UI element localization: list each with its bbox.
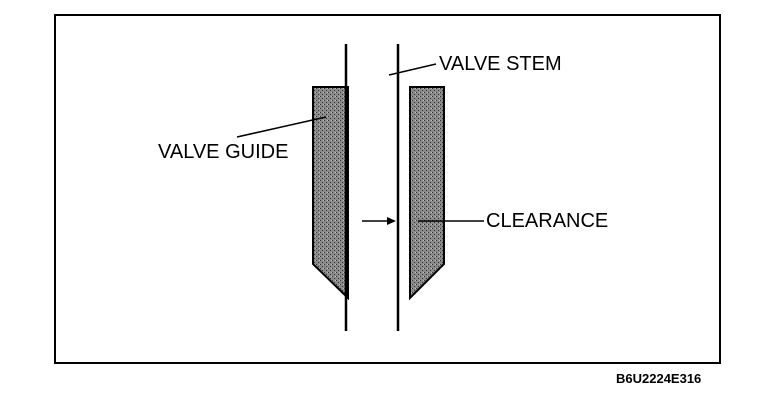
clearance-arrowhead [387, 217, 396, 225]
valve-stem-label: VALVE STEM [439, 53, 562, 75]
clearance-label: CLEARANCE [486, 210, 609, 232]
valve-guide-label: VALVE GUIDE [158, 141, 289, 163]
valve-guide-left [312, 86, 349, 301]
valve-guide-right [409, 86, 445, 301]
figure-code: B6U2224E316 [616, 371, 702, 386]
valve-stem-leader [388, 63, 437, 76]
diagram-frame [54, 14, 721, 364]
valve-guide-leader [236, 116, 327, 138]
